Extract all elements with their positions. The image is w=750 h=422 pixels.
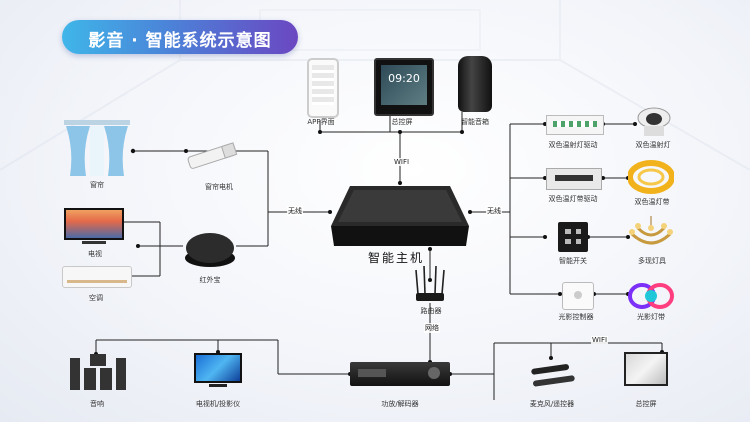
curtain-motor-icon [184, 142, 240, 170]
title-banner: 影音 · 智能系统示意图 [62, 20, 298, 54]
rgb-strip-icon [626, 280, 676, 310]
smart-speaker-icon [458, 56, 492, 112]
mic-label: 麦克风/遥控器 [529, 400, 575, 408]
light-controller-label: 光影控制器 [558, 313, 594, 321]
ac-label: 空调 [89, 294, 103, 302]
smart-switch-icon [558, 222, 588, 252]
curtain-motor-label: 窗帘电机 [205, 183, 233, 191]
spotlight-driver-icon [546, 115, 604, 135]
projector-label: 电视机/投影仪 [195, 400, 241, 408]
left-wireless-label: 无线 [287, 206, 303, 216]
strip-driver-label: 双色温灯带驱动 [548, 195, 598, 203]
wifi-top-label: WIFI [393, 158, 411, 166]
spotlight-label: 双色温射灯 [635, 141, 671, 149]
wifi-bottom-label: WIFI [591, 336, 609, 344]
app-phone-icon [307, 58, 339, 118]
control-panel-icon: 09:20 [374, 58, 434, 116]
speakers-icon [70, 354, 126, 390]
speaker-label: 智能音箱 [461, 118, 489, 126]
curtain-label: 窗帘 [90, 181, 104, 189]
right-wireless-label: 无线 [486, 206, 502, 216]
app-label: APP界面 [307, 118, 335, 126]
switch-label: 智能开关 [559, 257, 587, 265]
smart-hub-icon [330, 184, 470, 248]
panel-time: 09:20 [381, 65, 427, 105]
tv-icon [64, 208, 124, 246]
ac-icon [62, 266, 132, 288]
ir-hub-icon [184, 232, 236, 268]
strip-driver-icon [546, 168, 602, 190]
light-strip-icon [627, 160, 675, 194]
spotlight-driver-label: 双色温射灯驱动 [548, 141, 598, 149]
control-screen-icon [624, 352, 668, 388]
light-controller-icon [562, 282, 594, 310]
spotlight-icon [636, 106, 672, 138]
tv-label: 电视 [88, 250, 102, 258]
router-icon [414, 264, 446, 304]
projector-tv-icon [194, 353, 242, 389]
amplifier-icon [350, 362, 450, 386]
chandelier-label: 多现灯具 [638, 257, 666, 265]
chandelier-icon [628, 216, 674, 254]
rgb-strip-label: 光影灯带 [637, 313, 665, 321]
page-title: 影音 · 智能系统示意图 [88, 31, 272, 51]
router-label: 路由器 [420, 307, 442, 315]
mic-remote-icon [530, 358, 576, 392]
light-strip-label: 双色温灯带 [634, 198, 670, 206]
amplifier-label: 功放/解码器 [381, 400, 419, 408]
ir-hub-label: 红外宝 [199, 276, 221, 284]
panel-label: 总控屏 [391, 118, 413, 126]
control-screen-label: 总控屏 [635, 400, 657, 408]
hub-label: 智能主机 [368, 251, 425, 265]
network-label: 网络 [424, 323, 440, 333]
curtain-icon [64, 120, 130, 176]
speakers-label: 音响 [90, 400, 104, 408]
